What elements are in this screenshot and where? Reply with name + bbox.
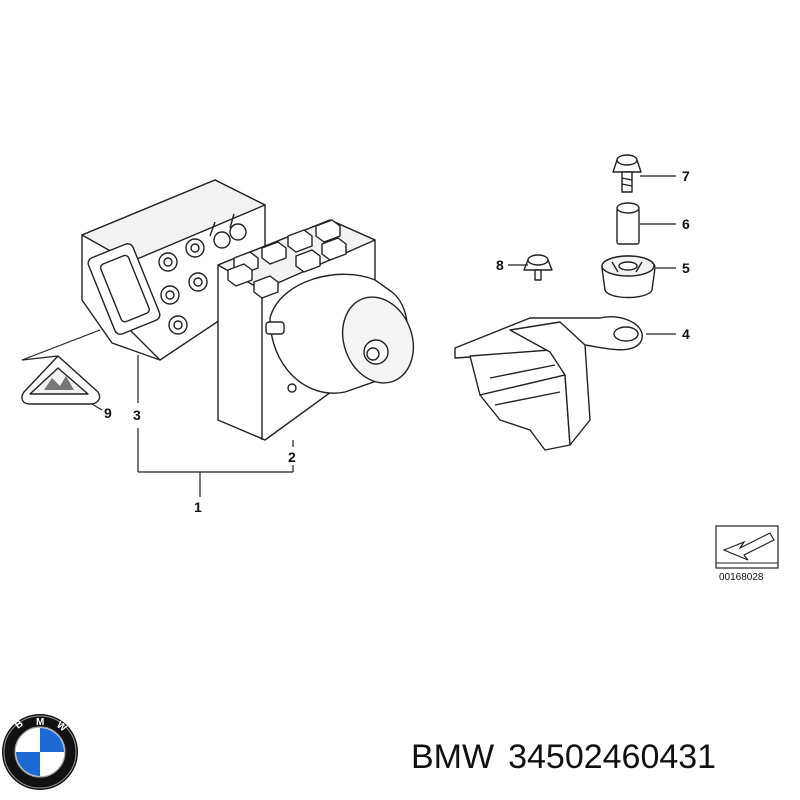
part-caption: BMW 34502460431 [411,738,791,777]
sleeve [616,202,640,245]
screw [612,154,642,193]
callout-6: 6 [682,216,690,232]
callout-7: 7 [682,168,690,184]
leader-lines [21,175,676,497]
direction-arrow-box [715,525,779,569]
mounting-bracket [454,316,643,451]
callout-9: 9 [104,405,112,421]
brand-name: BMW [411,738,495,776]
callout-5: 5 [682,260,690,276]
svg-text:M: M [36,717,44,728]
small-screw [523,254,553,281]
abs-control-unit [81,179,266,361]
callout-4: 4 [682,326,690,342]
callout-8: 8 [496,257,504,273]
warning-label [21,355,101,405]
hydraulic-unit [217,219,415,441]
callout-2: 2 [288,449,296,465]
callout-1: 1 [194,499,202,515]
bmw-logo: B M W [2,714,78,790]
part-number: 34502460431 [508,738,717,776]
callout-3: 3 [133,407,141,423]
arrow-icon [722,532,775,561]
rubber-mount [601,255,656,299]
reference-number: 00168028 [719,572,764,583]
